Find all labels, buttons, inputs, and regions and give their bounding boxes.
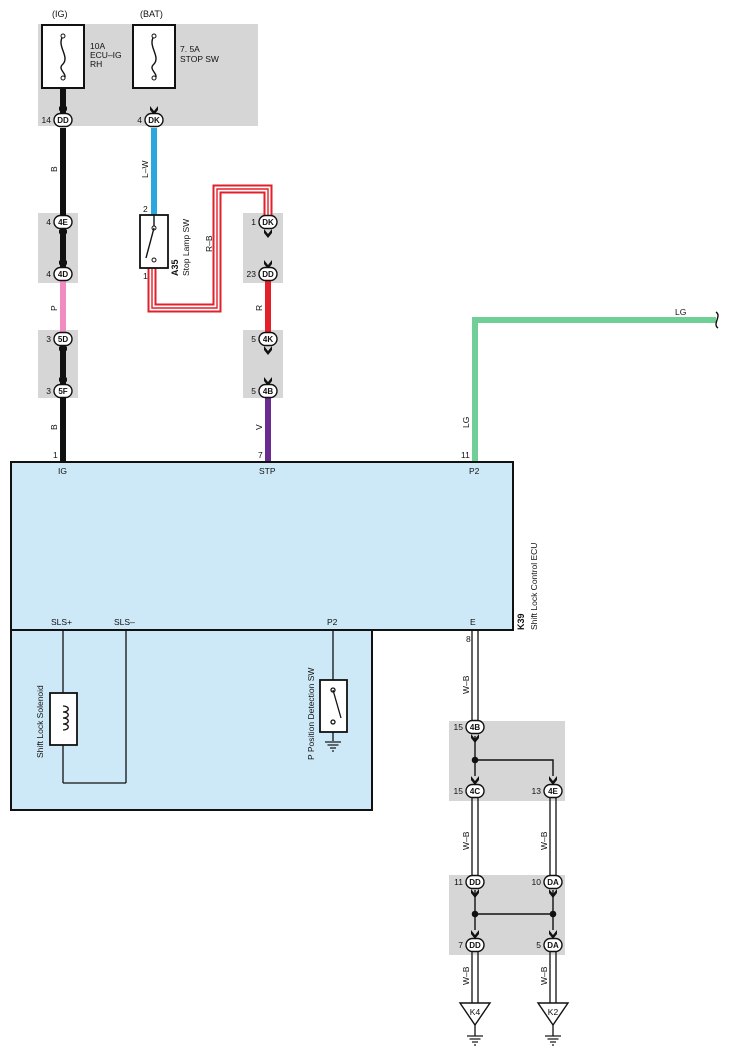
fuse-bat-supply: (BAT) (140, 9, 163, 19)
wire-label-wb: W–B (461, 675, 471, 694)
wire-label-wb: W–B (539, 966, 549, 985)
fuse-bat-name: STOP SW (180, 54, 219, 64)
fuse-ig-name-1: ECU–IG (90, 50, 122, 60)
conn-code: 4E (58, 218, 68, 227)
wire-red-black (147, 184, 273, 313)
conn-code: 5D (58, 335, 68, 344)
wire-label-lg: LG (675, 307, 686, 317)
ground-icon (466, 1035, 484, 1046)
conn-code: DA (547, 941, 559, 950)
ecu-pin-p2-num: 11 (461, 450, 470, 460)
conn-code: DK (262, 218, 274, 227)
wire-label-rb: R–B (204, 235, 214, 252)
ecu-pin-ig-label: IG (58, 466, 67, 476)
wire-label-lg: LG (461, 417, 471, 428)
wire-break-icon (715, 311, 719, 329)
ecu-sls-plus-label: SLS+ (51, 617, 72, 627)
conn-pin: 5 (536, 940, 541, 950)
ground-k4-label: K4 (470, 1007, 481, 1017)
stop-lamp-pin-bottom: 1 (143, 271, 148, 281)
wire-label-p: P (49, 305, 59, 311)
fuse-ig (41, 24, 85, 89)
p-switch-label: P Position Detection SW (306, 668, 316, 760)
ecu-pin-stp-num: 7 (258, 450, 263, 460)
ground-point-k4 (458, 1002, 492, 1046)
wire-label-wb: W–B (461, 966, 471, 985)
conn-pin: 3 (46, 386, 51, 396)
wire-label-lw: L–W (140, 161, 150, 178)
ecu-body (10, 461, 514, 811)
ecu-pin-stp-label: STP (259, 466, 276, 476)
fuse-icon (151, 35, 157, 81)
conn-code: DD (469, 941, 481, 950)
fuse-icon (60, 35, 66, 81)
shift-lock-solenoid (49, 630, 127, 784)
stop-lamp-code: A35 (170, 259, 180, 276)
conn-pin: 7 (458, 940, 463, 950)
ecu-sls-minus-label: SLS– (114, 617, 135, 627)
conn-code: DA (547, 878, 559, 887)
conn-pin: 10 (532, 877, 542, 887)
conn-code: 5F (58, 387, 67, 396)
wire-label-r: R (254, 305, 264, 311)
conn-code: 4B (263, 387, 273, 396)
conn-pin: 1 (251, 217, 256, 227)
fuse-bat-rating: 7. 5A (180, 44, 200, 54)
conn-pin: 3 (46, 334, 51, 344)
wire-ground-branch (549, 798, 557, 1008)
conn-pin: 4 (137, 115, 142, 125)
fuse-bat (132, 24, 176, 89)
wire-label-b: B (49, 424, 59, 430)
wire-label-wb: W–B (461, 831, 471, 850)
conn-pin: 11 (454, 877, 463, 887)
ecu-pin-e-label: E (470, 617, 476, 627)
ecu-code: K39 (516, 613, 526, 630)
conn-code: 4B (470, 723, 480, 732)
fuse-ig-supply: (IG) (52, 9, 68, 19)
ecu-name: Shift Lock Control ECU (529, 543, 539, 630)
conn-code: DD (57, 116, 69, 125)
conn-pin: 15 (454, 786, 464, 796)
wire-label-wb: W–B (539, 831, 549, 850)
conn-pin: 5 (251, 386, 256, 396)
wire-ground-e (471, 630, 479, 1008)
conn-pin: 23 (247, 269, 257, 279)
conn-pin: 4 (46, 217, 51, 227)
wire-label-b: B (49, 166, 59, 172)
conn-code: DK (148, 116, 160, 125)
fuse-ig-name-2: RH (90, 59, 102, 69)
conn-code: 4E (548, 787, 558, 796)
conn-pin: 15 (454, 722, 464, 732)
ecu-pin-ig-num: 1 (53, 450, 58, 460)
ground-icon (544, 1035, 562, 1046)
ecu-pin-e-num: 8 (466, 634, 471, 644)
stop-lamp-pin-top: 2 (143, 204, 148, 214)
ground-point-k2 (536, 1002, 570, 1046)
stop-lamp-name: Stop Lamp SW (181, 219, 191, 276)
conn-pin: 13 (532, 786, 542, 796)
solenoid-label: Shift Lock Solenoid (35, 685, 45, 758)
wire-label-v: V (254, 424, 264, 430)
ecu-pin-p2-label: P2 (469, 466, 480, 476)
ground-k2-label: K2 (548, 1007, 559, 1017)
wire-light-green (472, 317, 716, 462)
conn-code: DD (262, 270, 274, 279)
stop-lamp-switch (139, 214, 169, 269)
conn-code: 4C (470, 787, 480, 796)
conn-code: 4K (263, 335, 273, 344)
conn-pin: 5 (251, 334, 256, 344)
conn-code: DD (469, 878, 481, 887)
conn-pin: 4 (46, 269, 51, 279)
conn-pin: 14 (42, 115, 52, 125)
conn-code: 4D (58, 270, 68, 279)
fuse-ig-rating: 10A (90, 41, 105, 51)
ecu-p2-inner-label: P2 (327, 617, 338, 627)
p-position-switch (319, 630, 348, 741)
coil-icon (62, 705, 69, 731)
